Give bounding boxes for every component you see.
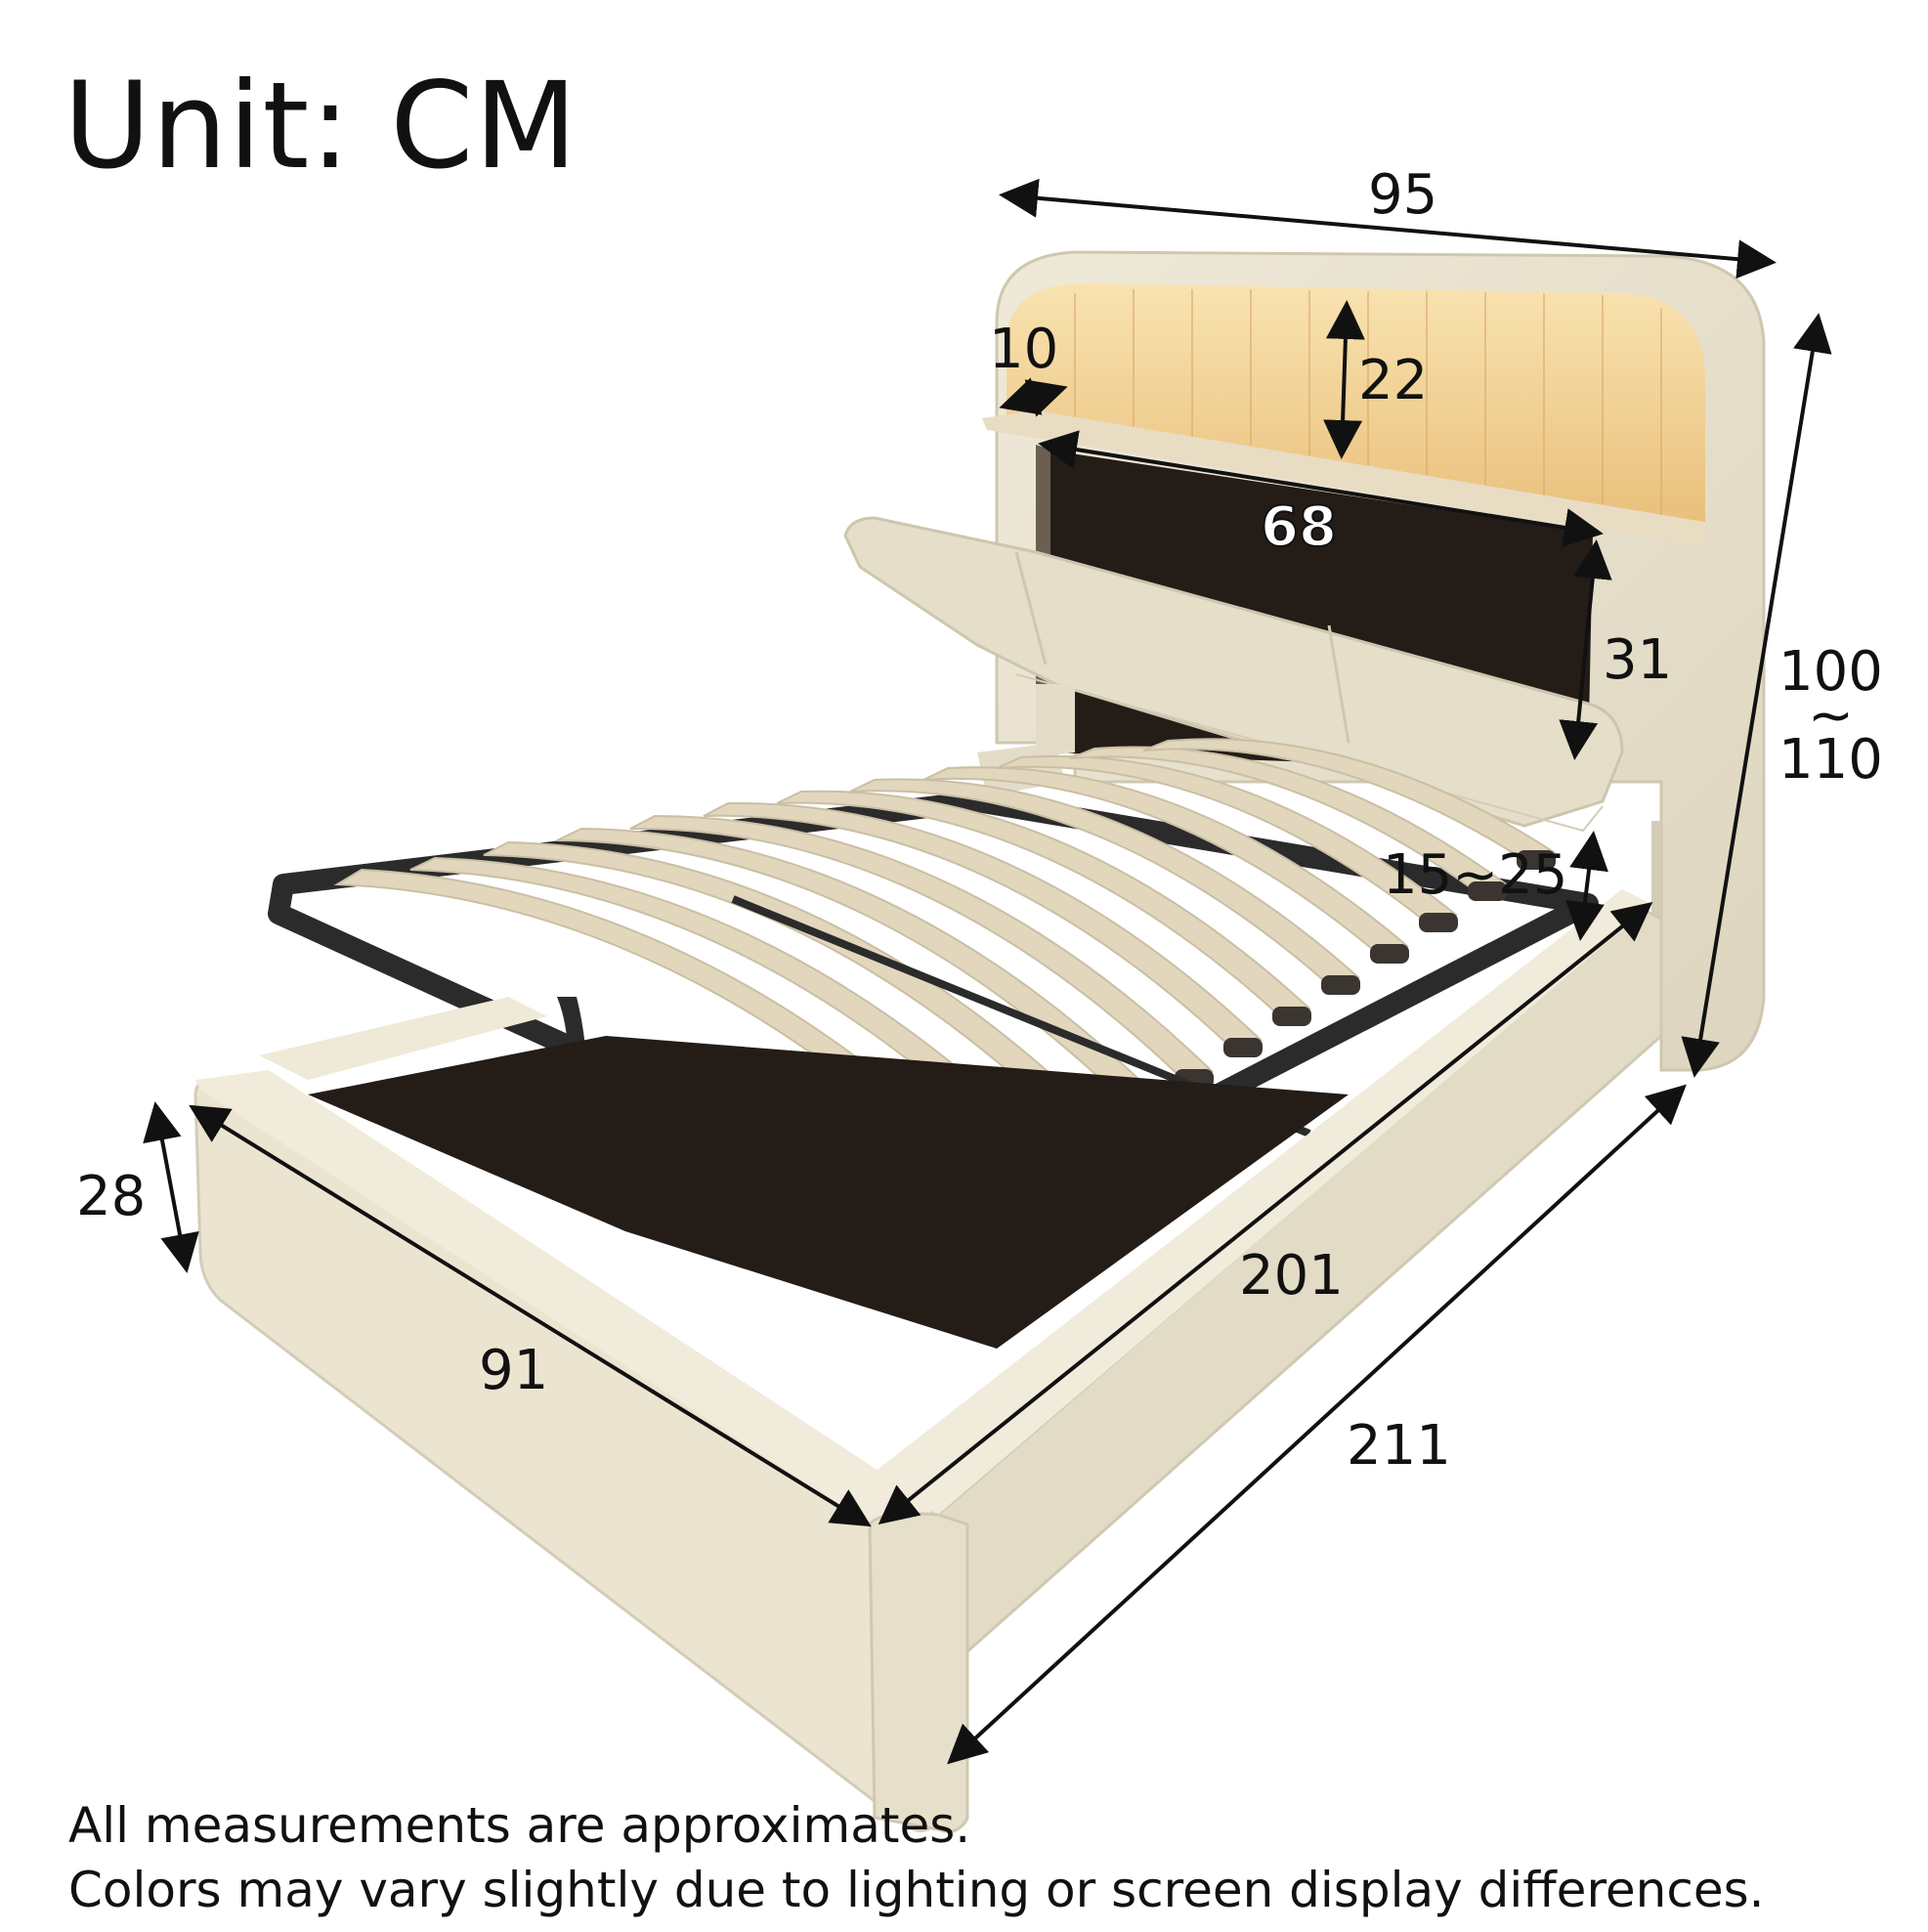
dim-lift-gap: 15~25	[1383, 843, 1568, 907]
dim-storage-height: 31	[1603, 628, 1673, 692]
foot-corner	[868, 1512, 969, 1833]
arrow-storage-width	[1038, 430, 1604, 547]
unit-title: Unit: CM	[64, 57, 578, 195]
dimension-arrows	[143, 178, 1832, 1765]
dim-inner-length: 201	[1239, 1244, 1344, 1308]
arrow-shelf-height	[1323, 300, 1365, 459]
arrow-shelf-depth	[999, 377, 1068, 417]
dim-shelf-depth: 10	[989, 318, 1059, 381]
arrow-total-height	[1681, 313, 1832, 1078]
note-colors: Colors may vary slightly due to lighting…	[68, 1862, 1765, 1918]
arrow-width-headboard	[999, 178, 1777, 279]
arrow-total-length	[947, 1084, 1687, 1765]
disclaimer-notes: All measurements are approximates. Color…	[68, 1793, 1765, 1922]
dim-width-headboard: 95	[1368, 163, 1438, 227]
arrow-foot-width	[189, 1104, 872, 1527]
arrow-base-height	[143, 1101, 199, 1273]
dim-total-height: 100 ~ 110	[1778, 645, 1883, 788]
dim-shelf-height: 22	[1358, 349, 1429, 412]
note-measurements: All measurements are approximates.	[68, 1797, 971, 1854]
dim-total-height-top: 100	[1778, 640, 1883, 704]
dim-foot-width: 91	[479, 1339, 549, 1402]
dim-total-length: 211	[1347, 1414, 1451, 1478]
dim-base-height: 28	[76, 1165, 147, 1228]
bed-base	[193, 889, 1663, 1833]
arrow-storage-height	[1559, 539, 1612, 760]
dim-total-height-bottom: 110	[1778, 727, 1883, 792]
dim-storage-width: 68	[1260, 495, 1338, 559]
